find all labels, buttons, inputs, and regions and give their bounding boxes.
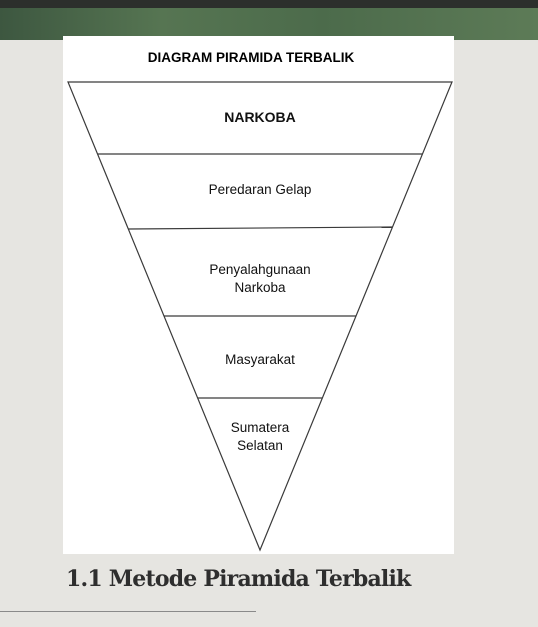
inverted-pyramid-diagram: DIAGRAM PIRAMIDA TERBALIK NARKOBA Peredar… <box>67 50 453 552</box>
slide-title: 1.1 Metode Piramida Terbalik <box>66 566 411 592</box>
level-3-label-line-1: Penyalahgunaan <box>209 262 310 277</box>
diagram-card: DIAGRAM PIRAMIDA TERBALIK NARKOBA Peredar… <box>63 36 454 554</box>
title-underline-rule <box>0 611 256 612</box>
level-4-label-line-1: Masyarakat <box>225 352 295 367</box>
header-dark-strip <box>0 0 538 8</box>
level-3-label-line-2: Narkoba <box>234 280 286 295</box>
level-5-label-line-1: Sumatera <box>231 420 290 435</box>
level-1-label-line-1: NARKOBA <box>224 109 296 125</box>
level-dividers <box>97 153 423 399</box>
level-5-label-line-2: Selatan <box>237 438 283 453</box>
level-labels: NARKOBA Peredaran GelapPenyalahgunaanNark… <box>209 109 312 453</box>
level-2-label-line-1: Peredaran Gelap <box>209 182 312 197</box>
diagram-title: DIAGRAM PIRAMIDA TERBALIK <box>148 50 355 65</box>
header-band <box>0 0 538 40</box>
level-divider-2 <box>128 226 393 230</box>
